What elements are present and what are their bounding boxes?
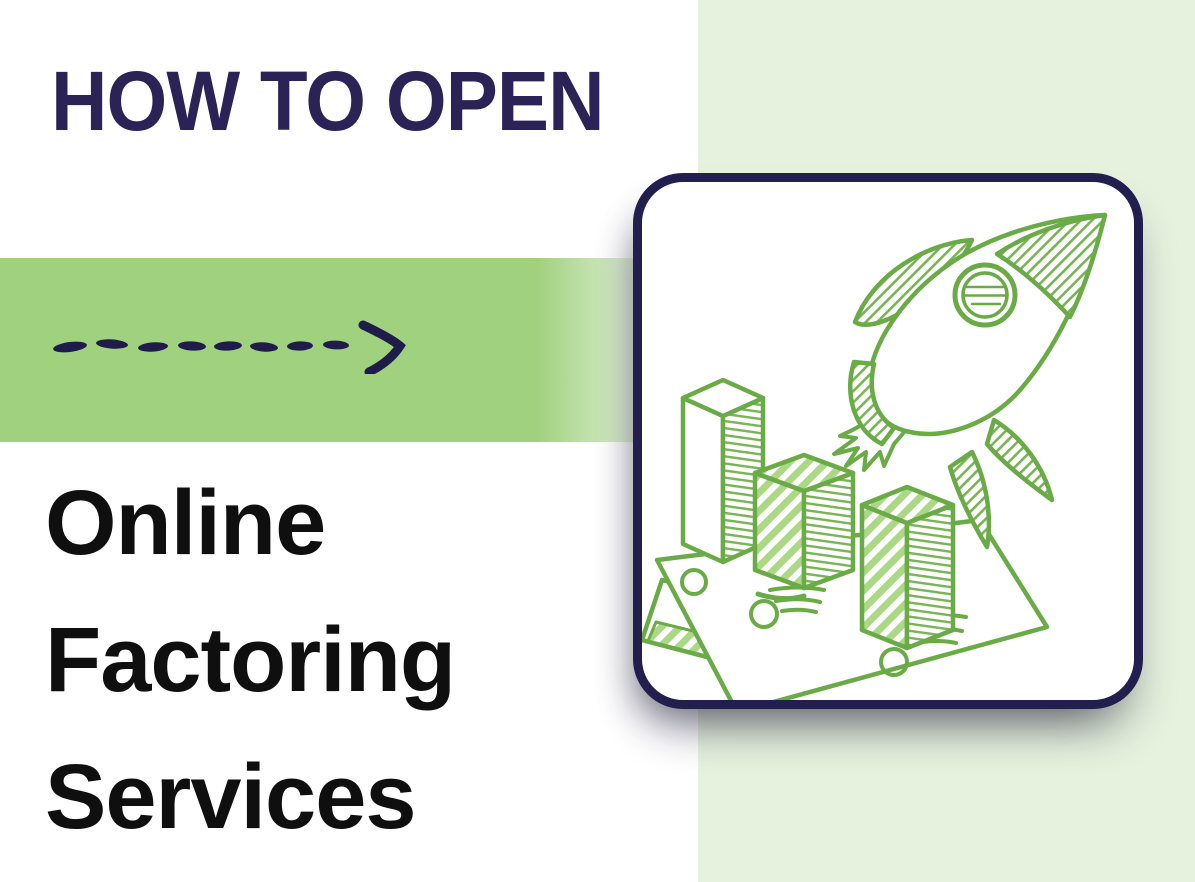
- kicker-title: HOW TO OPEN: [51, 54, 604, 148]
- rocket-growth-illustration: [642, 212, 1108, 700]
- bar-chart-icon: [680, 377, 956, 651]
- dashed-arrow-right-icon: [50, 320, 410, 377]
- headline-line-2: Factoring: [45, 609, 456, 711]
- rocket-icon: [832, 212, 1108, 550]
- green-accent-band: [0, 258, 640, 442]
- illustration-card: [633, 173, 1143, 709]
- arrow-head: [358, 320, 406, 377]
- dashed-arrow-svg: [53, 320, 406, 377]
- headline: Online Factoring Services: [45, 455, 456, 866]
- headline-line-1: Online: [45, 472, 326, 574]
- arrow-dashes: [53, 339, 349, 353]
- headline-line-3: Services: [45, 746, 417, 848]
